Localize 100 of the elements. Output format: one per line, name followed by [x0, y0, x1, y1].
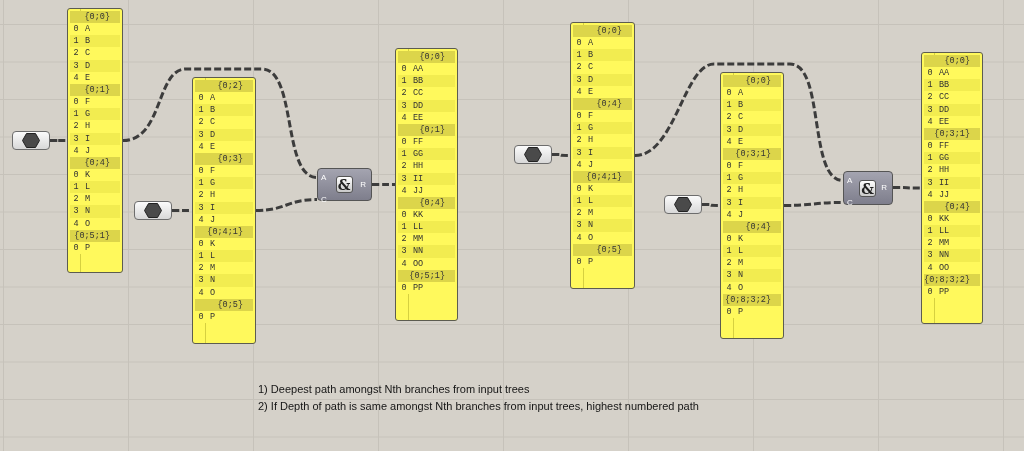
parameter-component	[664, 195, 702, 214]
item-value: F	[737, 159, 744, 173]
item-value: MM	[412, 233, 424, 246]
item-index: 2	[926, 237, 934, 250]
item-value: KK	[938, 212, 950, 226]
note-text: 2) If Depth of path is same amongst Nth branches from input trees, highest numbered path	[258, 400, 699, 412]
item-value: I	[737, 196, 744, 209]
merge-component	[317, 168, 372, 201]
item-value: L	[737, 245, 744, 258]
item-index: 3	[575, 219, 583, 232]
item-index: 4	[197, 286, 205, 299]
item-index: 4	[72, 144, 80, 157]
item-value: JJ	[412, 184, 424, 197]
item-index: 4	[400, 184, 408, 197]
item-index: 4	[197, 213, 205, 226]
item-value: FF	[938, 139, 950, 153]
item-value: G	[587, 122, 594, 135]
item-index: 0	[725, 159, 733, 173]
item-index: 1	[926, 79, 934, 92]
data-wire	[634, 62, 844, 182]
data-panel	[67, 8, 123, 273]
data-wire	[702, 203, 720, 207]
item-value: F	[587, 109, 594, 123]
item-index: 3	[725, 123, 733, 136]
item-value: H	[209, 189, 216, 202]
item-value: HH	[412, 160, 424, 173]
branch-path-header: {0;2}	[195, 80, 253, 92]
item-value: K	[587, 182, 594, 196]
item-index: 0	[400, 208, 408, 222]
item-index: 4	[725, 281, 733, 294]
item-value: GG	[938, 152, 950, 165]
item-value: M	[737, 257, 744, 270]
item-index: 0	[400, 135, 408, 149]
item-value: P	[737, 305, 744, 318]
item-index: 0	[72, 168, 80, 182]
item-index: 0	[575, 109, 583, 123]
item-index: 0	[197, 92, 205, 105]
item-value: NN	[938, 249, 950, 262]
item-value: P	[84, 241, 91, 254]
item-value: II	[412, 172, 424, 185]
item-value: D	[587, 73, 594, 86]
data-wire	[172, 209, 192, 212]
item-index: 0	[725, 232, 733, 246]
item-value: K	[209, 237, 216, 251]
data-wire	[255, 198, 318, 212]
item-index: 0	[575, 255, 583, 268]
item-value: H	[587, 134, 594, 147]
item-value: EE	[938, 115, 950, 128]
item-index: 2	[400, 87, 408, 100]
item-index: 3	[725, 196, 733, 209]
data-wire	[893, 186, 921, 190]
item-index: 3	[400, 245, 408, 258]
item-value: A	[737, 87, 744, 100]
item-value: G	[737, 172, 744, 185]
item-value: I	[84, 132, 91, 145]
item-index: 0	[72, 241, 80, 254]
item-index: 0	[197, 164, 205, 178]
item-index: 0	[197, 310, 205, 323]
component-icon: &	[335, 176, 353, 193]
item-value: KK	[412, 208, 424, 222]
item-index: 0	[400, 281, 408, 294]
item-index: 2	[575, 207, 583, 220]
item-value: D	[209, 128, 216, 141]
branch-path-header: {0;0}	[398, 51, 455, 63]
item-index: 1	[575, 195, 583, 208]
item-index: 4	[926, 261, 934, 274]
data-panel	[192, 77, 256, 344]
item-index: 3	[72, 205, 80, 218]
item-index: 3	[197, 128, 205, 141]
item-index: 1	[400, 75, 408, 88]
item-index: 3	[926, 249, 934, 262]
item-value: N	[84, 205, 91, 218]
item-index: 1	[725, 172, 733, 185]
item-index: 1	[725, 99, 733, 112]
parameter-component	[514, 145, 552, 164]
item-index: 3	[575, 146, 583, 159]
item-value: P	[209, 310, 216, 323]
item-index: 2	[400, 160, 408, 173]
branch-path-header: {0;0}	[70, 11, 120, 23]
item-value: B	[587, 49, 594, 62]
item-value: NN	[412, 245, 424, 258]
item-index: 2	[197, 116, 205, 129]
item-index: 0	[725, 87, 733, 100]
item-value: CC	[412, 87, 424, 100]
item-index: 3	[197, 201, 205, 214]
item-value: EE	[412, 111, 424, 124]
input-label: A	[321, 173, 327, 182]
item-index: 4	[400, 111, 408, 124]
item-value: J	[209, 213, 216, 226]
item-index: 4	[197, 140, 205, 153]
data-wire	[50, 139, 67, 142]
output-label: R	[881, 183, 887, 192]
item-index: 3	[197, 274, 205, 287]
branch-path-header: {0;0}	[573, 25, 632, 37]
item-index: 0	[575, 37, 583, 50]
item-value: O	[209, 286, 216, 299]
item-value: H	[737, 184, 744, 197]
item-index: 1	[926, 225, 934, 238]
item-index: 4	[575, 85, 583, 98]
branch-path-header: {0;0}	[723, 75, 781, 87]
